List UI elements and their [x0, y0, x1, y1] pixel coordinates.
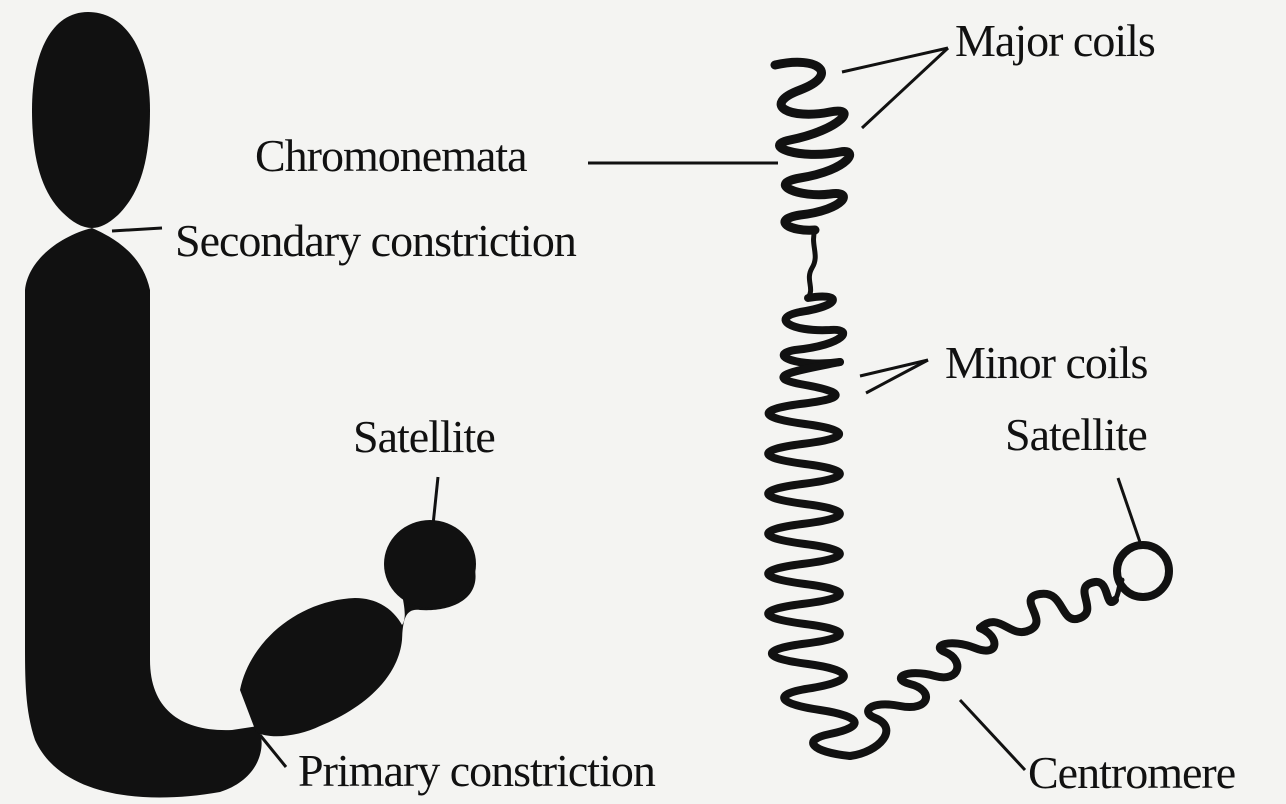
leader-satellite-right: [1118, 478, 1142, 548]
leader-major-coils-a: [842, 48, 948, 72]
major-coils-top: [775, 62, 850, 230]
label-satellite-right: Satellite: [1005, 412, 1147, 458]
leader-primary-constriction: [260, 735, 286, 767]
leader-centromere: [960, 700, 1025, 770]
leader-satellite-left: [433, 477, 438, 525]
lower-arm-coils: [980, 582, 1115, 632]
minor-coils-column: [768, 362, 854, 756]
satellite-body: [384, 520, 476, 608]
leader-secondary-constriction: [112, 228, 162, 231]
label-centromere: Centromere: [1028, 750, 1235, 796]
label-major-coils: Major coils: [955, 18, 1155, 64]
label-primary-constriction: Primary constriction: [298, 748, 655, 794]
major-coils-middle: [784, 296, 843, 363]
label-minor-coils: Minor coils: [945, 340, 1147, 386]
label-satellite-left: Satellite: [353, 414, 495, 460]
chromosome-lower-arm: [25, 228, 262, 798]
centromere-region-coils: [850, 628, 994, 756]
leader-major-coils-b: [862, 48, 948, 128]
chromosome-upper-arm: [32, 12, 150, 228]
leader-minor-coils-b: [866, 360, 928, 393]
leader-minor-coils-a: [860, 360, 928, 376]
coiled-satellite: [1117, 545, 1169, 597]
label-chromonemata: Chromonemata: [255, 133, 527, 179]
label-secondary-constriction: Secondary constriction: [175, 218, 576, 264]
coil-thin-connector-upper: [808, 230, 815, 298]
